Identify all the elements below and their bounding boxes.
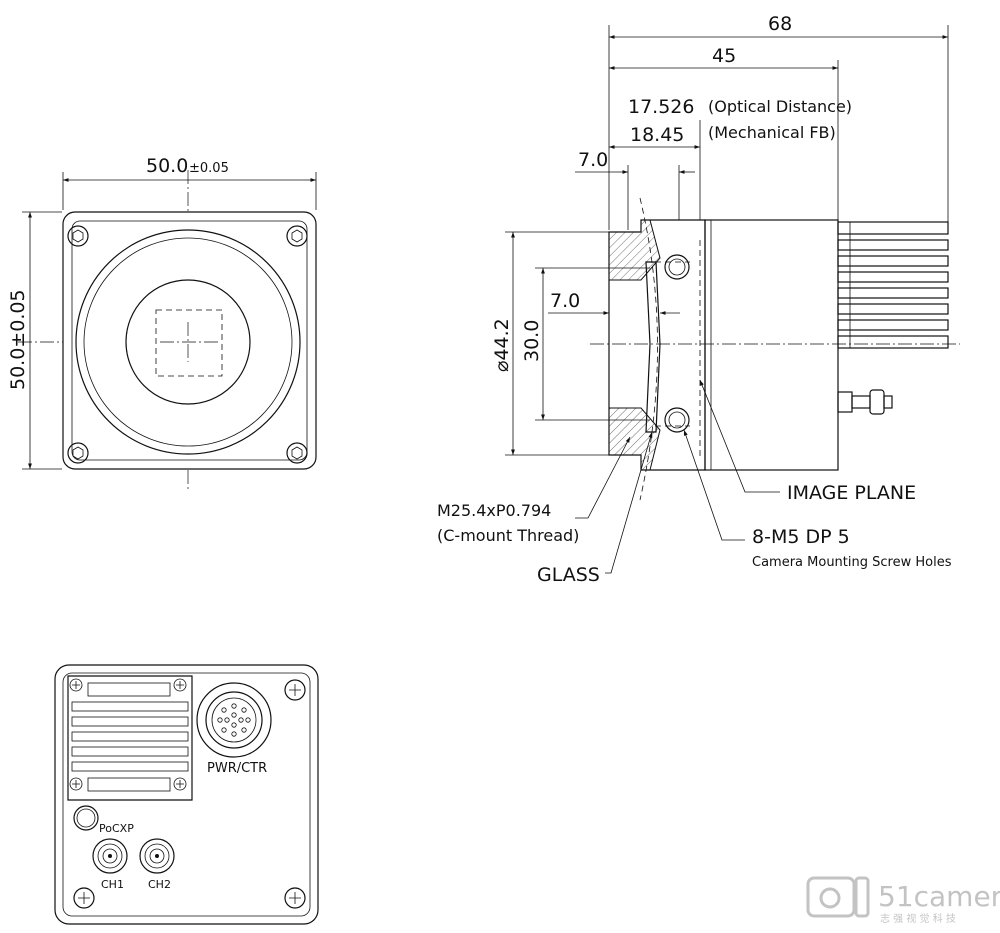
screw-icon (286, 225, 308, 247)
dim-mechanical: 18.45 (630, 124, 684, 146)
power-connector-icon (196, 682, 272, 758)
front-body-outline (62, 211, 317, 470)
callout-screw: 8-M5 DP 5 (752, 526, 850, 548)
dim-overall: 68 (768, 13, 792, 35)
screw-icon (173, 678, 187, 692)
dim-inner: 30.0 (521, 320, 543, 362)
flange-section-bottom (608, 407, 661, 471)
callout-glass: GLASS (537, 564, 600, 586)
camera-logo-icon (806, 876, 870, 918)
watermark: 51camera 志 强 视 觉 科 技 (806, 876, 1000, 925)
screw-icon (67, 225, 89, 247)
screw-icon (284, 679, 306, 701)
screw-hole-icon (664, 254, 690, 280)
sensor-outline (155, 309, 223, 377)
dim-diameter: ⌀44.2 (491, 318, 513, 372)
led-indicator-icon (73, 805, 99, 831)
side-view: 68 45 17.526 (Optical Distance) 18.45 (M… (437, 13, 960, 586)
label-pocxp: PoCXP (99, 822, 134, 835)
label-optical: (Optical Distance) (708, 97, 852, 116)
watermark-brand: 51camera (878, 880, 1000, 913)
dim-body: 45 (712, 45, 736, 67)
front-width-dim: 50.0 (146, 155, 188, 177)
screw-icon (67, 442, 89, 464)
coax-connector-icon (837, 389, 893, 415)
screw-icon (286, 442, 308, 464)
callout-screw-note: Camera Mounting Screw Holes (752, 555, 952, 570)
label-ch1: CH1 (101, 878, 124, 891)
callout-thread-note: (C-mount Thread) (437, 526, 579, 545)
lens-mount-ring (83, 237, 293, 447)
heat-sink (837, 221, 949, 349)
ch2-connector-icon (139, 838, 175, 874)
rear-view: PWR/CTR PoCXP CH1 CH2 (54, 664, 319, 925)
callout-image-plane: IMAGE PLANE (787, 482, 916, 504)
flange-section-top (608, 219, 661, 281)
watermark-tagline: 志 强 视 觉 科 技 (880, 912, 956, 925)
screw-icon (284, 887, 306, 909)
lens-mount-outer (75, 229, 301, 455)
camera-body-outline (704, 219, 839, 471)
dim-optical: 17.526 (628, 96, 694, 118)
screw-icon (69, 678, 83, 692)
label-mechanical: (Mechanical FB) (708, 123, 836, 142)
screw-icon (73, 887, 95, 909)
screw-icon (173, 777, 187, 791)
label-ch2: CH2 (148, 878, 171, 891)
callout-thread: M25.4xP0.794 (437, 501, 551, 520)
lens-opening (125, 279, 251, 405)
rear-body-outline (54, 664, 319, 925)
front-width-tol: ±0.05 (189, 161, 229, 176)
screw-hole-icon (664, 407, 690, 433)
front-height-dim: 50.0±0.05 (7, 289, 29, 390)
label-pwr-ctr: PWR/CTR (207, 761, 267, 776)
ch1-connector-icon (92, 838, 128, 874)
front-view: 50.0 ±0.05 50.0±0.05 (7, 155, 317, 490)
dim-flange-inner: 7.0 (550, 290, 580, 312)
dim-flange-top: 7.0 (578, 149, 608, 171)
screw-icon (69, 777, 83, 791)
front-body-inner (71, 220, 308, 461)
